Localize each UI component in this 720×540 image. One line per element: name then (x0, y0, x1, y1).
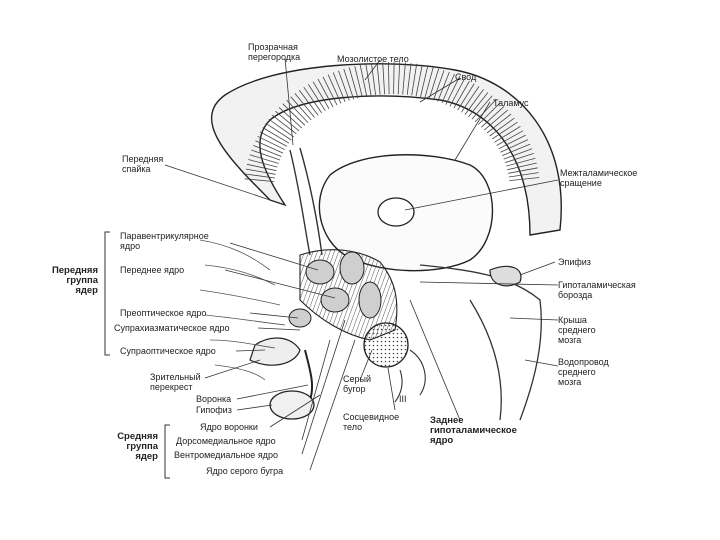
label-supraoptic-nucleus: Супраоптическое ядро (120, 346, 216, 356)
label-tuber-cinereum: Серый бугор (343, 374, 371, 394)
label-suprachiasmatic-nucleus: Супрахиазматическое ядро (114, 323, 229, 333)
label-paraventricular-nucleus: Паравентрикулярное ядро (120, 231, 209, 251)
label-interthalamic-adhesion: Межталамическое сращение (560, 168, 637, 188)
label-hypothalamic-sulcus: Гипоталамическая борозда (558, 280, 636, 300)
group-middle-label: Средняя группа ядер (100, 432, 158, 462)
interthalamic-adhesion-shape (378, 198, 414, 226)
label-preoptic-nucleus: Преоптическое ядро (120, 308, 206, 318)
label-dorsomedial-nucleus: Дорсомедиальное ядро (176, 436, 276, 446)
callosum-stripe (275, 111, 299, 131)
epiphysis-shape (490, 266, 521, 285)
label-anterior-commissure: Передняя спайка (122, 154, 163, 174)
label-ventromedial-nucleus: Вентромедиальное ядро (174, 450, 278, 460)
hypophysis-shape (270, 391, 314, 419)
label-septum-pellucidum: Прозрачная перегородка (248, 42, 300, 62)
infundibulum-shape (305, 350, 312, 400)
label-thalamus: Таламус (493, 98, 529, 108)
label-fornix: Свод (455, 72, 476, 82)
label-mammillary-body: Сосцевидное тело (343, 412, 399, 432)
label-tectum: Крыша среднего мозга (558, 315, 596, 345)
label-infundibular-nucleus: Ядро воронки (200, 422, 258, 432)
mammillary-body-shape (364, 323, 408, 367)
brainstem-shape (420, 265, 541, 420)
label-infundibulum: Воронка (196, 394, 231, 404)
label-roman-three: III (399, 394, 407, 404)
group-posterior-label: Заднее гипоталамическое ядро (430, 416, 517, 446)
label-optic-chiasm: Зрительный перекрест (150, 372, 201, 392)
fornix-shape (290, 148, 322, 255)
label-epiphysis: Эпифиз (558, 257, 591, 267)
callosum-stripe (394, 62, 395, 94)
label-tuber-cinereum-nucleus: Ядро серого бугра (206, 466, 283, 476)
label-hypophysis: Гипофиз (196, 405, 232, 415)
label-corpus-callosum: Мозолистое тело (337, 54, 409, 64)
label-anterior-nucleus: Переднее ядро (120, 265, 184, 275)
label-aqueduct: Водопровод среднего мозга (558, 357, 609, 387)
group-anterior-label: Передняя группа ядер (40, 266, 98, 296)
